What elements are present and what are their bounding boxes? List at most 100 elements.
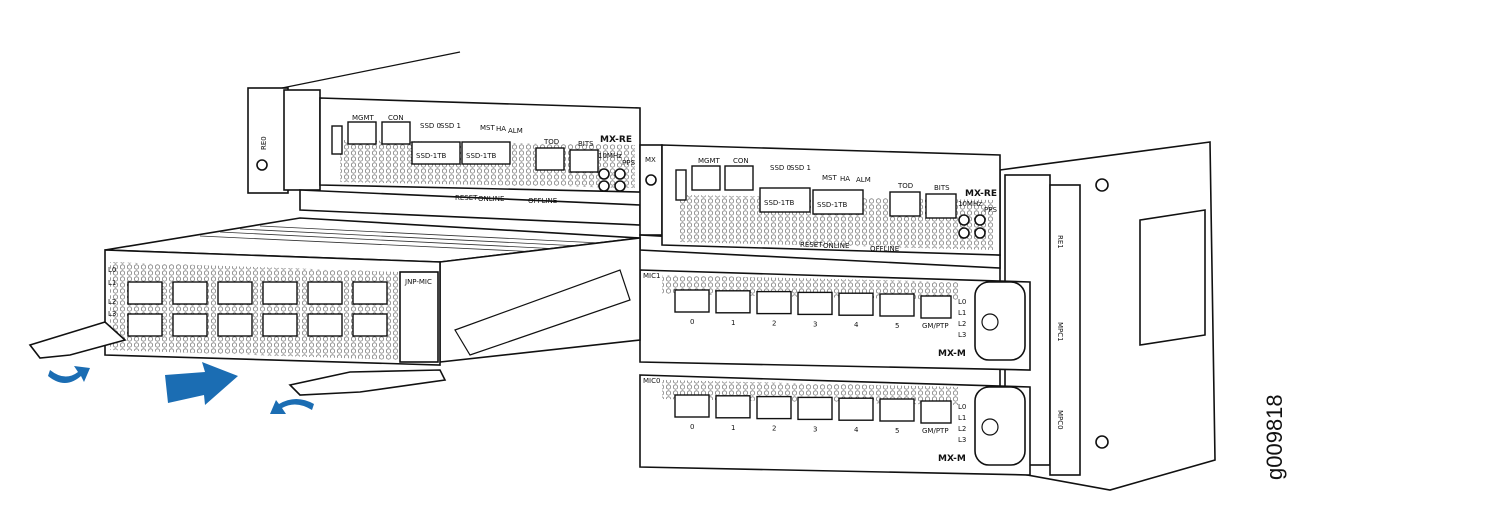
usb-port[interactable] [675,169,687,201]
ssd-module[interactable] [759,187,811,213]
port-number: 3 [813,425,817,433]
clock-label: 10MHz [958,200,982,208]
ssd-label: SSD-1TB [817,201,848,209]
screw-icon [256,159,268,171]
mgmt-port[interactable] [691,165,721,191]
ssd-module[interactable] [411,141,461,165]
bits-port[interactable] [925,193,957,219]
slot-label-re1: RE1 [1056,235,1064,249]
sfp-port[interactable] [838,397,874,421]
led-label: MST [822,174,837,182]
ejector-handle[interactable] [974,281,1026,361]
sfp-port[interactable] [674,394,710,418]
port-label: BITS [934,184,950,192]
led-label: L1 [108,279,116,287]
rotate-arrow-left-icon [48,366,90,383]
qsfp-port[interactable] [262,313,298,337]
qsfp-port[interactable] [307,281,343,305]
sfp-port[interactable] [797,396,833,421]
routing-engine-re0: MGMT CON SSD-1TB SSD-1TB SSD 0 SSD 1 MST… [299,97,641,226]
bits-port[interactable] [569,149,599,173]
tod-port[interactable] [889,191,921,217]
clock-label: 10MHz [598,152,622,160]
led-label: L1 [958,414,966,422]
mic-card-being-inserted[interactable]: JNP-MIC L0 L1 L2 L3 [28,217,641,396]
sfp-port[interactable] [838,292,874,316]
led-label: MST [480,124,495,132]
clock-label: PPS [622,159,635,167]
port-number: 4 [854,426,859,434]
port-label: CON [733,157,749,165]
card-model-label: MX-M [938,454,966,464]
led-label: L0 [108,266,116,274]
routing-engine-re1: MGMT CON SSD 0 SSD 1 SSD-1TB SSD-1TB MST… [639,144,1001,269]
usb-port[interactable] [331,125,343,155]
led-label: L3 [108,310,116,318]
sfp-port[interactable] [879,293,915,317]
port-number: 4 [854,321,859,329]
gm-ptp-port[interactable] [920,400,952,424]
mgmt-port[interactable] [347,121,377,145]
qsfp-port[interactable] [172,313,208,337]
re-model-label: MX-RE [965,189,997,199]
tod-port[interactable] [535,147,565,171]
port-number: 0 [690,423,694,431]
sfp-port[interactable] [715,395,751,419]
port-number: 3 [813,320,817,328]
sfp-port[interactable] [715,290,751,314]
ssd-label: SSD-1TB [416,152,447,160]
qsfp-port[interactable] [127,281,163,305]
qsfp-port[interactable] [262,281,298,305]
mic-slot-label: MIC0 [643,377,660,385]
qsfp-port[interactable] [172,281,208,305]
con-port[interactable] [381,121,411,145]
chassis-label: MX [645,156,656,164]
insert-arrow-icon [165,362,238,405]
qsfp-port[interactable] [217,281,253,305]
qsfp-port[interactable] [352,313,388,337]
con-port[interactable] [724,165,754,191]
led-label: L2 [958,425,966,433]
button-label: OFFLINE [528,197,557,205]
port-label: MGMT [698,157,721,165]
sfp-port[interactable] [879,398,915,422]
gm-ptp-port[interactable] [920,295,952,319]
ssd-module[interactable] [812,189,864,215]
led-label: L1 [958,309,966,317]
timing-port-label: GM/PTP [922,322,949,330]
ssd-slot-label: SSD 1 [790,164,811,172]
ejector-lever-left[interactable] [28,321,127,359]
card-model-label: MX-M [938,349,966,359]
sfp-port[interactable] [797,291,833,316]
led-label: ALM [508,127,523,135]
ssd-label: SSD-1TB [466,152,497,160]
sfp-port[interactable] [756,395,792,420]
ssd-slot-label: SSD 0 [770,164,791,172]
ejector-handle[interactable] [974,386,1026,466]
port-label: TOD [897,182,913,190]
port-label: MGMT [352,114,375,122]
port-number: 0 [690,318,694,326]
led-label: HA [496,125,506,133]
mic-model-label: JNP-MIC [404,278,432,286]
led-label: ALM [856,176,871,184]
button-label: RESET [455,194,478,202]
led-label: L3 [958,436,966,444]
sfp-port[interactable] [756,290,792,315]
qsfp-port[interactable] [217,313,253,337]
sfp-port[interactable] [674,289,710,313]
led-label: L2 [958,320,966,328]
ejector-lever-right[interactable] [288,369,447,396]
qsfp-port[interactable] [307,313,343,337]
port-number: 5 [895,322,899,330]
led-label: HA [840,175,850,183]
qsfp-port[interactable] [127,313,163,337]
ssd-module[interactable] [461,141,511,165]
port-label: TOD [543,138,559,146]
qsfp-port[interactable] [352,281,388,305]
ssd-slot-label: SSD 1 [440,122,461,130]
button-label: OFFLINE [870,245,899,253]
